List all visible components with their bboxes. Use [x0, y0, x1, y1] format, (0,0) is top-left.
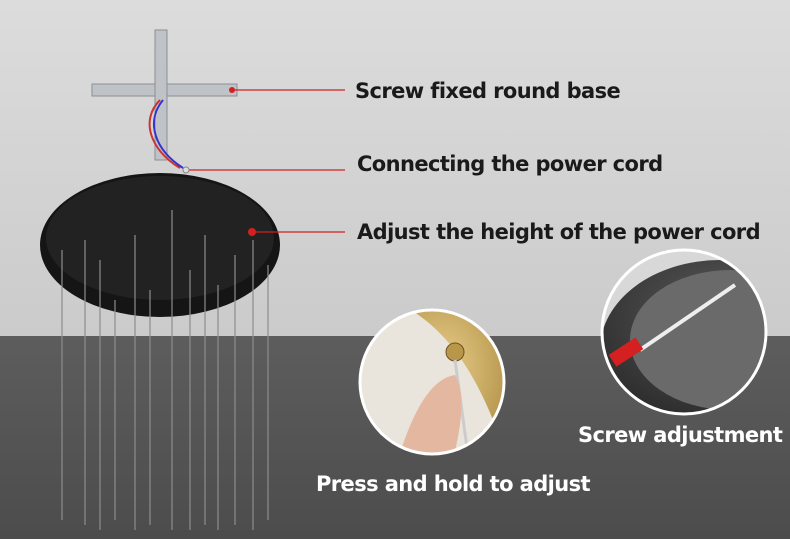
label-adjust-height: Adjust the height of the power cord	[357, 220, 761, 244]
label-screw-adjustment: Screw adjustment	[578, 423, 783, 447]
label-connecting-power-cord: Connecting the power cord	[357, 152, 663, 176]
screw-detail-photo	[602, 250, 766, 414]
mounting-bracket	[91, 29, 238, 161]
wires	[148, 99, 181, 169]
label-screw-fixed-round-base: Screw fixed round base	[355, 79, 621, 103]
label-press-and-hold: Press and hold to adjust	[316, 472, 591, 496]
